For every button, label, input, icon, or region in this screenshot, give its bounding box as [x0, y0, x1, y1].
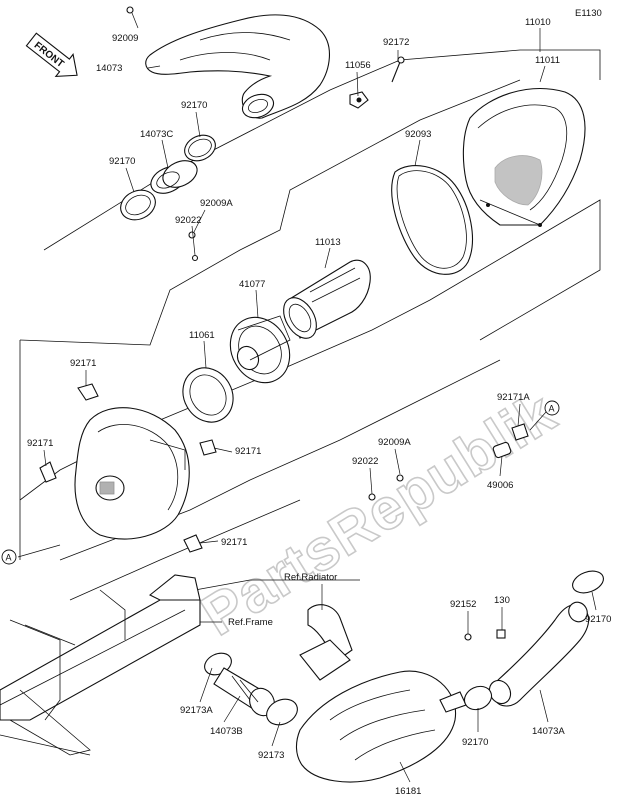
connector-a-left-label: A [6, 553, 12, 563]
clamp-92170-left [120, 189, 156, 221]
callout-11061: 11061 [189, 330, 215, 341]
bolt-92172 [391, 56, 405, 83]
silencer-16181 [295, 670, 467, 783]
connector-a-right: A [544, 400, 560, 416]
seal-11061 [182, 367, 234, 423]
clip-92171-b [39, 461, 57, 483]
callout-14073C: 14073C [140, 129, 173, 140]
bolt-92009A-mid [396, 474, 404, 482]
callout-92022-mid: 92022 [352, 456, 378, 467]
washer-92152 [464, 633, 472, 641]
callout-92173A: 92173A [180, 705, 213, 716]
callout-11013: 11013 [315, 237, 341, 248]
ref-frame: Ref.Frame [228, 617, 273, 628]
callout-14073: 14073 [96, 63, 122, 74]
clip-92171-d [183, 534, 203, 553]
callout-49006: 49006 [487, 480, 513, 491]
connector-a-right-label: A [549, 404, 555, 414]
air-box-11010 [462, 88, 586, 227]
callout-92173: 92173 [258, 750, 284, 761]
callout-11010: 11010 [525, 17, 551, 28]
clamp-92170-bottom [463, 685, 493, 711]
callout-92170-bottom: 92170 [462, 737, 488, 748]
clip-92171A [511, 423, 529, 441]
washer-92022-mid [368, 493, 376, 501]
bolt-92009 [126, 6, 134, 14]
callout-92171-c: 92171 [235, 446, 261, 457]
callout-92009: 92009 [112, 33, 138, 44]
air-cleaner-housing [74, 407, 190, 540]
radiator-hose [299, 604, 353, 681]
callout-92009A-top: 92009A [200, 198, 233, 209]
clip-92171-c [199, 439, 217, 456]
ref-radiator: Ref.Radiator [284, 572, 337, 583]
callout-92009A-mid: 92009A [378, 437, 411, 448]
callout-92170-left: 92170 [109, 156, 135, 167]
callout-11011: 11011 [535, 55, 560, 66]
connector-a-left: A [1, 549, 17, 565]
hose-14073A [488, 601, 590, 707]
bracket-11056 [349, 91, 369, 109]
clamp-92170-right [572, 570, 604, 594]
leader-lines [17, 12, 597, 783]
callout-14073B: 14073B [210, 726, 243, 737]
callout-16181: 16181 [395, 786, 421, 797]
callout-92171A: 92171A [497, 392, 530, 403]
callout-92171-d: 92171 [221, 537, 247, 548]
gasket-92093 [391, 165, 473, 275]
washer-92022-upper [191, 254, 199, 262]
filter-element-11013 [283, 259, 371, 339]
clip-92171-a [77, 383, 99, 401]
callout-41077: 41077 [239, 279, 265, 290]
callout-92172: 92172 [383, 37, 409, 48]
clamp-92173 [266, 698, 298, 726]
callout-92093: 92093 [405, 129, 431, 140]
cap-49006 [492, 441, 512, 459]
callout-92022-top: 92022 [175, 215, 201, 226]
callout-92170-top: 92170 [181, 100, 207, 111]
callout-11056: 11056 [345, 60, 371, 71]
bolt-130 [496, 629, 506, 639]
callout-92152: 92152 [450, 599, 476, 610]
intake-duct-14073 [145, 14, 331, 119]
boot-14073C [150, 160, 198, 194]
vehicle-frame [0, 574, 201, 756]
front-arrow-icon: FRONT [25, 32, 78, 78]
callout-92171-b: 92171 [27, 438, 53, 449]
clamp-92170-upper [184, 134, 216, 162]
callout-92171-a: 92171 [70, 358, 96, 369]
diagram-code: E1130 [575, 8, 602, 19]
bolt-92009A-upper [188, 231, 196, 239]
callout-labels: 92009 14073 11056 92172 11010 11011 9217… [27, 17, 611, 797]
filter-frame-41077 [229, 315, 291, 384]
callout-130: 130 [494, 595, 510, 606]
watermark: PartsRepublik [191, 380, 567, 649]
callout-92170-right: 92170 [585, 614, 611, 625]
callout-14073A: 14073A [532, 726, 565, 737]
